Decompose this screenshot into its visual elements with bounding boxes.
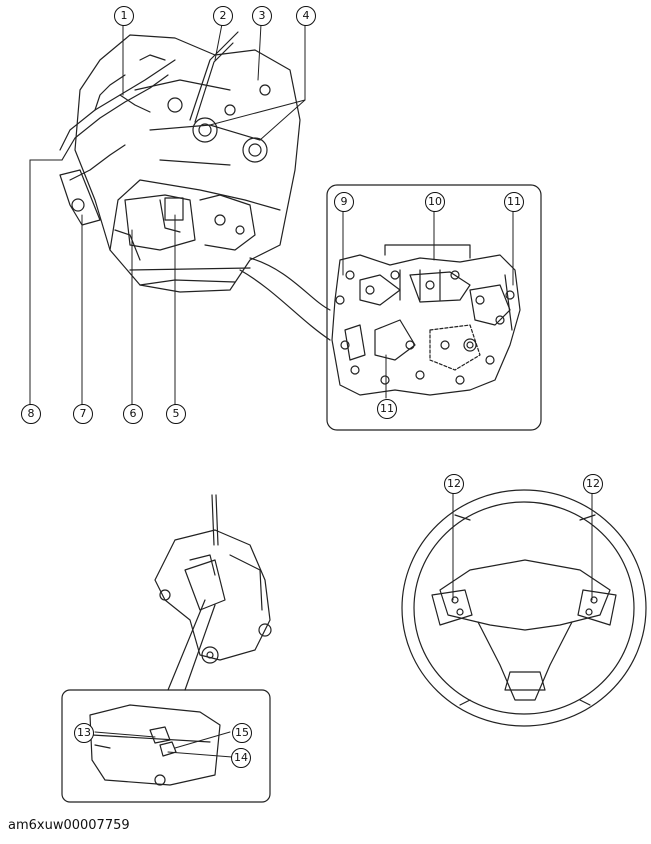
leader-lines xyxy=(29,23,593,758)
control-valve-detail xyxy=(326,184,542,431)
callout-8: 8 xyxy=(21,404,41,424)
callout-7: 7 xyxy=(73,404,93,424)
transaxle-drawing xyxy=(59,31,301,293)
callout-6: 6 xyxy=(123,404,143,424)
callout-12-right: 12 xyxy=(583,474,603,494)
selector-detail xyxy=(61,689,271,803)
callout-13: 13 xyxy=(74,723,94,743)
callout-15: 15 xyxy=(232,723,252,743)
callout-10: 10 xyxy=(425,192,445,212)
callout-5: 5 xyxy=(166,404,186,424)
callout-4: 4 xyxy=(296,6,316,26)
callout-3: 3 xyxy=(252,6,272,26)
steering-wheel-drawing xyxy=(401,489,647,727)
callout-11-bottom: 11 xyxy=(377,399,397,419)
callout-12-left: 12 xyxy=(444,474,464,494)
callout-9: 9 xyxy=(334,192,354,212)
callout-14: 14 xyxy=(231,748,251,768)
figure-id-caption: am6xuw00007759 xyxy=(8,818,130,833)
callout-1: 1 xyxy=(114,6,134,26)
selector-lever-drawing xyxy=(154,494,272,664)
callout-11-top: 11 xyxy=(504,192,524,212)
callout-2: 2 xyxy=(213,6,233,26)
